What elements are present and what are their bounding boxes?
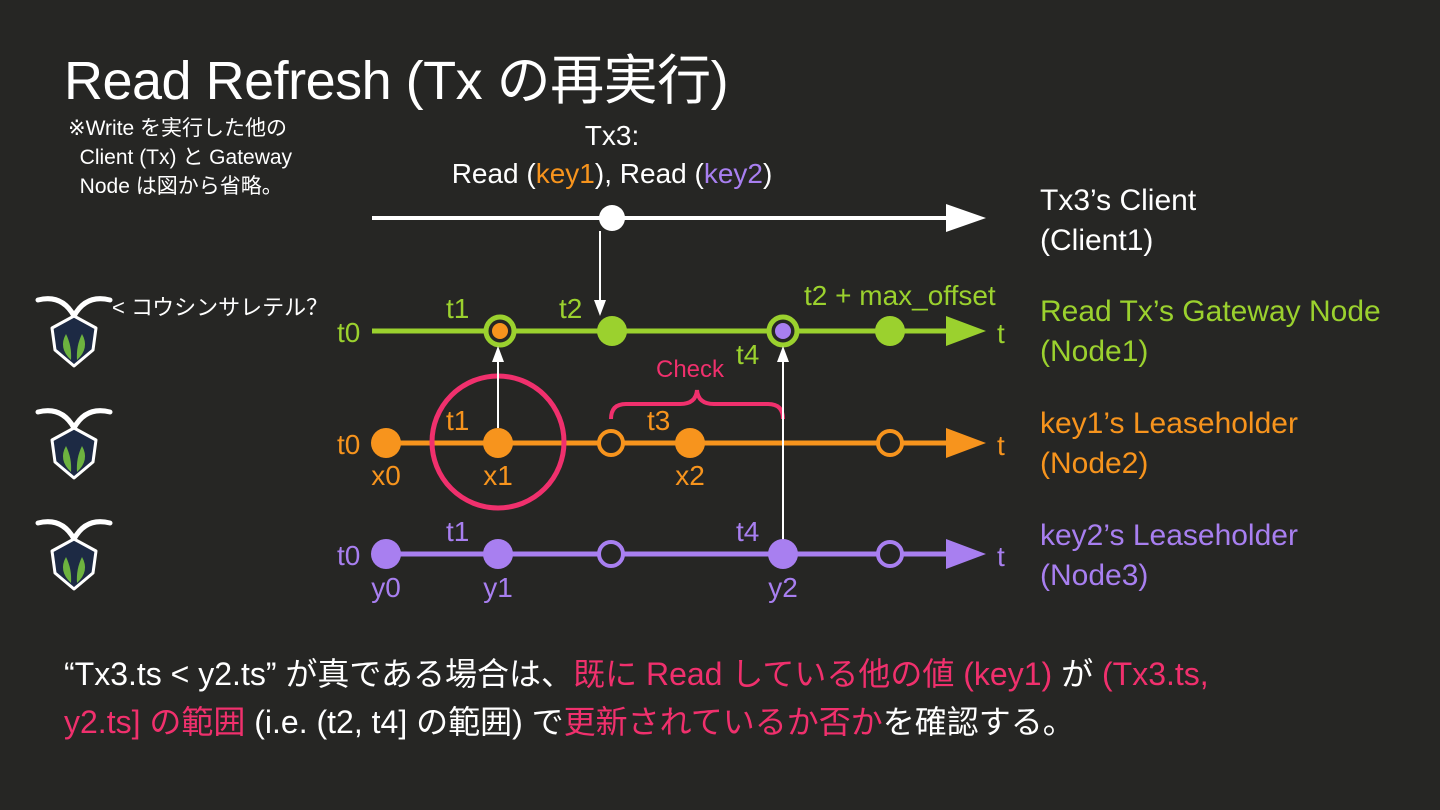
node2-timeline	[371, 428, 986, 458]
client-label-line2: (Client1)	[1040, 224, 1153, 257]
check-brace	[609, 389, 785, 420]
explanation-part-2: 既に Read している他の値 (key1)	[573, 656, 1053, 692]
node2-t3-empty-point	[597, 429, 625, 457]
explanation-part-7: 更新されているか否か	[563, 704, 883, 740]
cockroach-logo-node2	[35, 408, 113, 480]
x0-label: x0	[371, 460, 401, 491]
y1-label: y1	[483, 572, 513, 603]
speech-bubble: < コウシンサレテル？	[112, 295, 328, 320]
node1-t4-label: t4	[736, 339, 759, 370]
node1-label-line2: (Node1)	[1040, 335, 1148, 368]
node3-timeline	[371, 539, 986, 569]
explanation-part-8: を確認する。	[882, 704, 1075, 740]
node2-t3-label: t3	[647, 405, 670, 436]
y2-label: y2	[768, 572, 798, 603]
tx3-reads: Read (key1), Read (key2)	[452, 158, 773, 189]
max-offset-label: t2 + max_offset	[804, 280, 996, 311]
node1-timeline	[372, 314, 986, 348]
node1-t2-point	[597, 316, 627, 346]
client-request-point	[599, 205, 625, 231]
node2-label-line1: key1’s Leaseholder	[1040, 407, 1298, 440]
node1-t0-label: t0	[337, 317, 360, 348]
node3-label-line2: (Node3)	[1040, 559, 1148, 592]
cockroach-logo-node1	[35, 296, 113, 368]
node1-t1-label: t1	[446, 293, 469, 324]
node3-y1-point	[483, 539, 513, 569]
tx3-title: Tx3:	[585, 120, 639, 151]
node2-t1-label: t1	[446, 405, 469, 436]
node3-axis-t: t	[997, 541, 1005, 572]
cockroach-logo-node3	[35, 519, 113, 591]
explanation-part-3: が	[1052, 656, 1102, 692]
x1-label: x1	[483, 460, 513, 491]
node2-t0-label: t0	[337, 429, 360, 460]
node2-x2-point	[675, 428, 705, 458]
x2-label: x2	[675, 460, 705, 491]
x1-to-node1-arrow	[492, 346, 504, 428]
node3-y0-point	[371, 539, 401, 569]
omission-note: ※Write を実行した他の Client (Tx) と Gateway Nod…	[68, 117, 293, 198]
client-to-node1-arrow	[594, 231, 606, 316]
explanation-part-4: (Tx3.ts,	[1101, 656, 1209, 692]
node3-t1-label: t1	[446, 516, 469, 547]
node3-t4-label: t4	[736, 516, 759, 547]
explanation-text: “Tx3.ts < y2.ts” が真である場合は、既に Read している他の…	[64, 650, 1384, 746]
node2-future-empty-point	[876, 429, 904, 457]
explanation-part-1: “Tx3.ts < y2.ts” が真である場合は、	[64, 656, 574, 692]
node2-label-line2: (Node2)	[1040, 447, 1148, 480]
y0-label: y0	[371, 572, 401, 603]
client-label-line1: Tx3’s Client	[1040, 184, 1197, 217]
check-label: Check	[656, 356, 725, 383]
explanation-part-6: (i.e. (t2, t4] の範囲) で	[245, 704, 564, 740]
explanation-part-5: y2.ts] の範囲	[64, 704, 246, 740]
page-title: Read Refresh (Tx の再実行)	[64, 51, 729, 111]
node3-label-line1: key2’s Leaseholder	[1040, 519, 1298, 552]
node2-x1-point	[483, 428, 513, 458]
node1-max-offset-point	[875, 316, 905, 346]
node3-t0-label: t0	[337, 540, 360, 571]
node3-empty-point-2	[876, 540, 904, 568]
node2-axis-t: t	[997, 430, 1005, 461]
node1-axis-t: t	[997, 318, 1005, 349]
client-timeline	[372, 204, 986, 232]
node1-label-line1: Read Tx’s Gateway Node	[1040, 295, 1381, 328]
node2-x0-point	[371, 428, 401, 458]
node3-y2-point	[768, 539, 798, 569]
y2-to-node1-arrow	[777, 346, 789, 540]
node1-t2-label: t2	[559, 293, 582, 324]
node3-empty-point-1	[597, 540, 625, 568]
